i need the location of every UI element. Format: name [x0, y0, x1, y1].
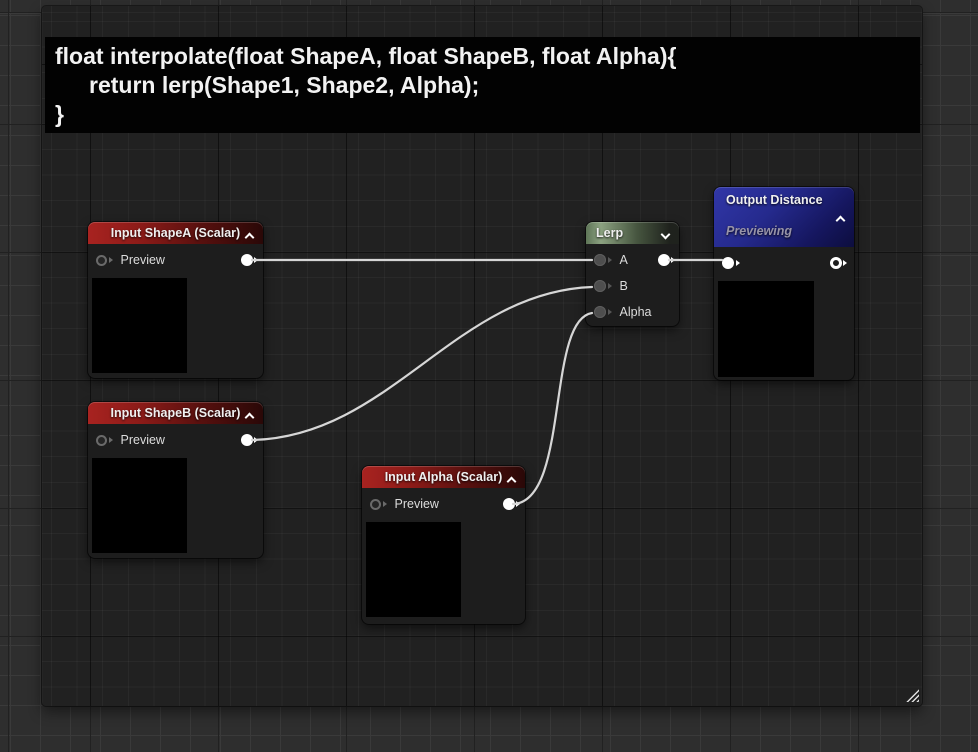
node-output-distance[interactable]: Output Distance Previewing: [714, 187, 854, 380]
node-input-shapeb[interactable]: Input ShapeB (Scalar) Preview: [88, 402, 263, 558]
pin-arrow-icon: [735, 260, 740, 266]
pin-arrow-icon: [607, 283, 612, 289]
node-title: Input ShapeA (Scalar): [110, 226, 241, 240]
node-title: Lerp: [596, 226, 624, 240]
collapse-chevron-icon[interactable]: [244, 410, 255, 424]
pin-arrow-icon: [516, 501, 520, 507]
collapse-chevron-icon[interactable]: [835, 213, 846, 227]
pin-circle-icon: [240, 254, 253, 266]
pin-arrow-icon: [254, 257, 258, 263]
output-pin[interactable]: [657, 254, 675, 266]
pin-arrow-icon: [607, 309, 612, 315]
input-pin[interactable]: [722, 257, 740, 269]
node-header[interactable]: Input Alpha (Scalar): [362, 466, 525, 488]
pin-label: A: [619, 253, 628, 267]
pin-arrow-icon: [671, 257, 675, 263]
pin-label: Alpha: [619, 305, 652, 319]
pin-arrow-icon: [108, 257, 113, 263]
pin-circle-icon: [594, 254, 606, 266]
pin-circle-icon: [370, 498, 381, 510]
collapse-chevron-icon[interactable]: [506, 474, 517, 488]
node-title: Input Alpha (Scalar): [384, 470, 503, 484]
preview-thumbnail: [366, 522, 461, 617]
pin-label: Preview: [120, 253, 165, 267]
pin-circle-icon: [240, 434, 253, 446]
pin-circle-icon: [594, 306, 606, 318]
output-pin[interactable]: [502, 498, 520, 510]
pin-circle-icon: [96, 434, 107, 446]
pin-circle-icon: [96, 254, 107, 266]
pin-circle-icon: [722, 257, 734, 269]
node-title: Output Distance: [726, 193, 823, 207]
output-pin[interactable]: [240, 254, 258, 266]
node-header[interactable]: Input ShapeB (Scalar): [88, 402, 263, 424]
code-comment-block: float interpolate(float ShapeA, float Sh…: [45, 37, 920, 133]
node-input-alpha[interactable]: Input Alpha (Scalar) Preview: [362, 466, 525, 624]
preview-thumbnail: [92, 458, 187, 553]
node-header[interactable]: Lerp: [586, 222, 679, 244]
node-title: Input ShapeB (Scalar): [110, 406, 241, 420]
previewing-status: Previewing: [726, 224, 792, 238]
pin-circle-icon: [657, 254, 670, 266]
preview-input-pin[interactable]: [96, 434, 113, 446]
preview-thumbnail: [92, 278, 187, 373]
pin-label: Preview: [120, 433, 165, 447]
node-lerp[interactable]: Lerp A B: [586, 222, 679, 326]
code-line: float interpolate(float ShapeA, float Sh…: [55, 43, 677, 69]
code-line: }: [55, 101, 64, 127]
input-pin-a[interactable]: [594, 254, 612, 266]
pin-arrow-icon: [108, 437, 113, 443]
pin-arrow-icon: [254, 437, 258, 443]
pin-circle-icon: [829, 257, 842, 269]
input-pin-alpha[interactable]: [594, 306, 612, 318]
pin-arrow-icon: [382, 501, 387, 507]
code-line: return lerp(Shape1, Shape2, Alpha);: [89, 72, 480, 98]
input-pin-b[interactable]: [594, 280, 612, 292]
pin-label: Preview: [394, 497, 439, 511]
node-header[interactable]: Input ShapeA (Scalar): [88, 222, 263, 244]
expand-chevron-icon[interactable]: [660, 227, 671, 241]
pin-arrow-icon: [607, 257, 612, 263]
node-header[interactable]: Output Distance Previewing: [714, 187, 854, 247]
pin-circle-icon: [594, 280, 606, 292]
node-input-shapea[interactable]: Input ShapeA (Scalar) Preview: [88, 222, 263, 378]
output-pin[interactable]: [240, 434, 258, 446]
preview-thumbnail: [718, 281, 814, 377]
output-pin[interactable]: [829, 257, 847, 269]
preview-input-pin[interactable]: [370, 498, 387, 510]
preview-input-pin[interactable]: [96, 254, 113, 266]
pin-circle-icon: [502, 498, 515, 510]
pin-arrow-icon: [843, 260, 847, 266]
pin-label: B: [619, 279, 628, 293]
collapse-chevron-icon[interactable]: [244, 230, 255, 244]
